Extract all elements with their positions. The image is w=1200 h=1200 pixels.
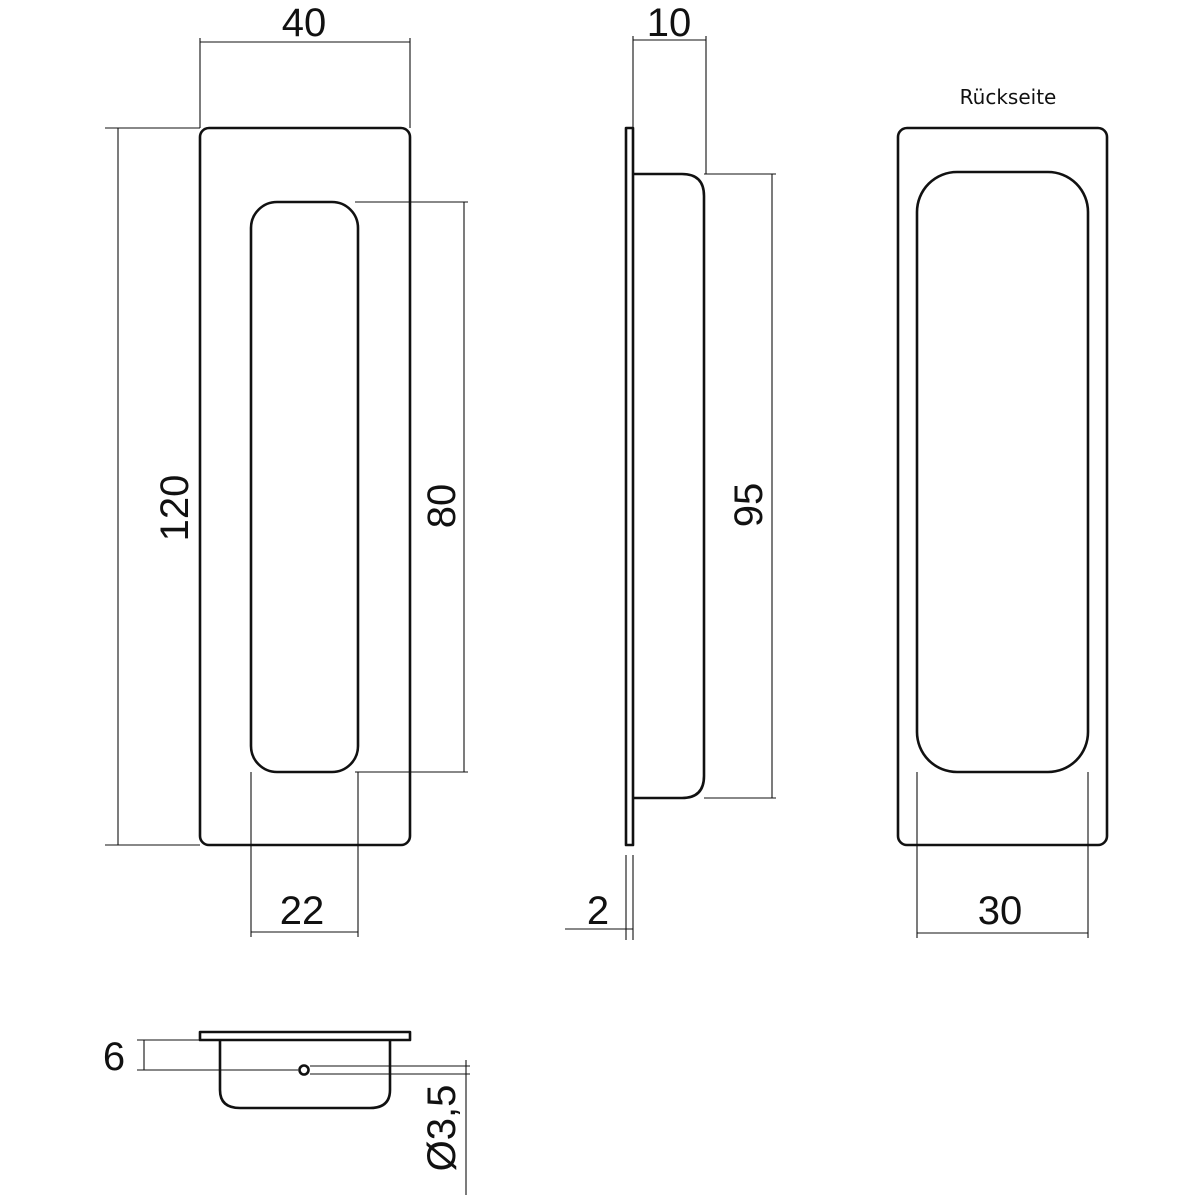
dim-recess-width-label: 22: [280, 889, 325, 933]
dim-bottom-depth: 6: [103, 1035, 298, 1079]
dim-hole-diameter: Ø3,5: [310, 1060, 470, 1195]
screw-hole: [298, 1064, 310, 1076]
dim-front-height-label: 120: [153, 475, 197, 542]
dim-side-height: 95: [704, 173, 776, 799]
back-body-outline: [915, 170, 1090, 774]
dim-back-width: 30: [916, 772, 1089, 938]
side-view: 10 95 2: [565, 1, 776, 940]
side-plate-outline: [624, 126, 635, 847]
dim-side-height-label: 95: [727, 483, 771, 528]
dim-side-depth: 10: [632, 1, 707, 174]
dim-recess-height-label: 80: [420, 484, 464, 529]
dim-recess-width: 22: [250, 772, 359, 937]
back-plate-outline: [896, 126, 1109, 847]
dim-front-height: 120: [105, 127, 200, 846]
dim-side-depth-label: 10: [647, 1, 692, 45]
bottom-view: 6 Ø3,5: [103, 1030, 470, 1195]
dim-front-width-label: 40: [282, 1, 327, 45]
bottom-body-outline: [218, 1040, 392, 1110]
bottom-plate-outline: [198, 1030, 412, 1042]
side-body-outline: [633, 172, 706, 800]
back-view: Rückseite 30: [896, 85, 1109, 938]
dim-plate-thickness-label: 2: [587, 889, 609, 933]
dim-back-width-label: 30: [978, 889, 1023, 933]
front-view: 40 120 80 22: [105, 1, 468, 937]
dim-front-width: 40: [199, 1, 411, 128]
front-plate-outline: [198, 126, 412, 847]
front-recess-outline: [249, 200, 360, 774]
dim-plate-thickness: 2: [565, 855, 634, 940]
back-view-label: Rückseite: [960, 85, 1057, 109]
dim-bottom-depth-label: 6: [103, 1035, 125, 1079]
dim-recess-height: 80: [355, 201, 468, 773]
dim-hole-diameter-label: Ø3,5: [420, 1085, 464, 1172]
